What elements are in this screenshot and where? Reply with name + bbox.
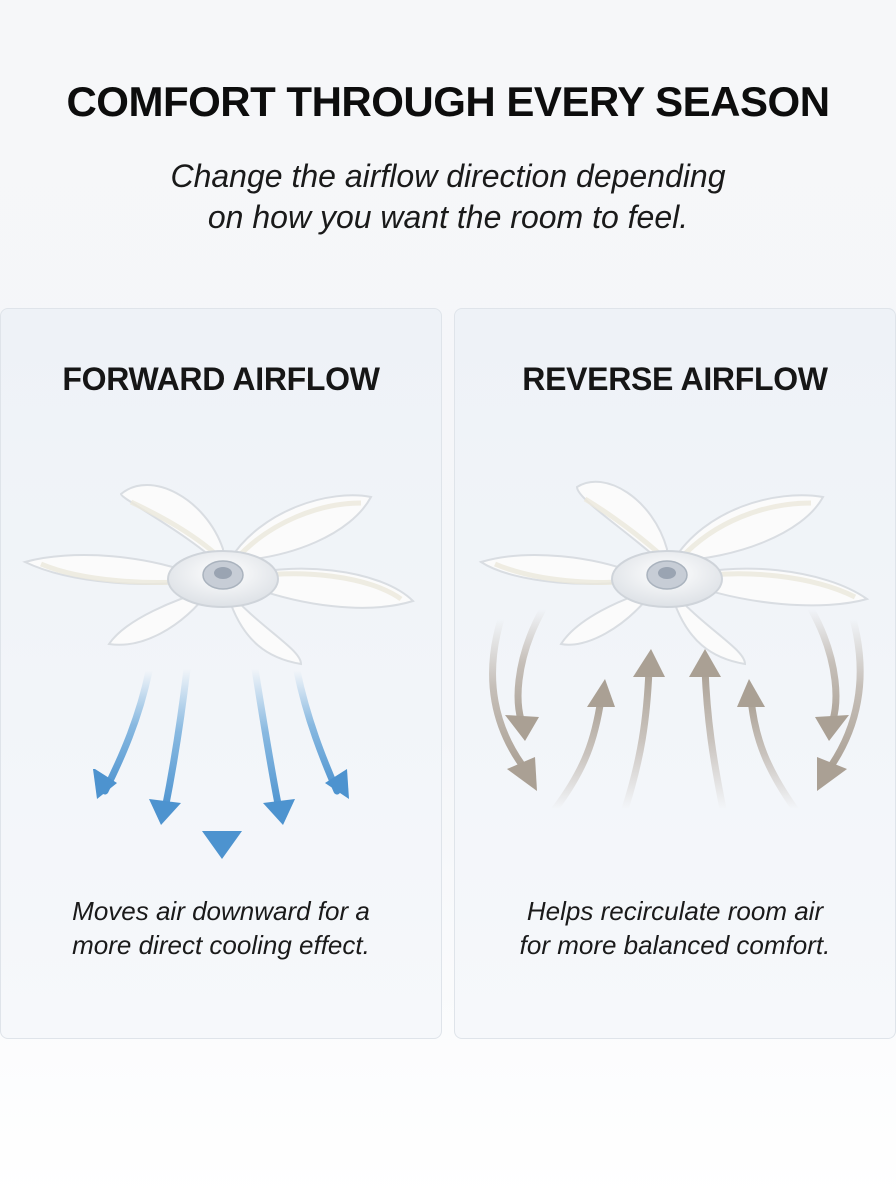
reverse-caption-line-1: Helps recirculate room air	[526, 896, 824, 926]
reverse-airflow-caption: Helps recirculate room air for more bala…	[475, 894, 875, 962]
ceiling-fan-icon	[22, 484, 415, 666]
arrow-down-icon	[293, 667, 349, 799]
arrow-down-icon	[149, 665, 191, 825]
subtitle-line-1: Change the airflow direction depending	[170, 158, 726, 194]
reverse-caption-line-2: for more balanced comfort.	[519, 930, 831, 960]
arrow-down-icon	[202, 667, 242, 859]
forward-airflow-caption: Moves air downward for a more direct coo…	[21, 894, 421, 962]
ceiling-fan-icon	[478, 480, 870, 666]
forward-airflow-panel: FORWARD AIRFLOW	[0, 308, 442, 1039]
forward-airflow-title: FORWARD AIRFLOW	[62, 361, 380, 397]
arrow-curved-down-icon	[489, 615, 537, 791]
arrow-curved-up-icon	[737, 679, 799, 813]
arrow-down-icon	[251, 665, 295, 825]
forward-airflow-illustration	[22, 484, 415, 859]
reverse-airflow-title: REVERSE AIRFLOW	[522, 361, 828, 397]
downward-arrows	[93, 665, 349, 859]
subtitle-line-2: on how you want the room to feel.	[207, 199, 689, 235]
arrow-curved-down-icon	[817, 615, 864, 791]
arrow-curved-up-icon	[621, 649, 665, 813]
forward-caption-line-2: more direct cooling effect.	[72, 930, 370, 960]
arrow-curved-up-icon	[689, 649, 727, 813]
reverse-airflow-illustration	[478, 480, 870, 813]
page-title: COMFORT THROUGH EVERY SEASON	[66, 78, 830, 125]
forward-caption-line-1: Moves air downward for a	[72, 896, 370, 926]
arrow-curved-up-icon	[551, 679, 615, 813]
arrow-curved-down-icon	[505, 605, 547, 741]
arrow-down-icon	[93, 667, 153, 799]
arrow-curved-down-icon	[807, 605, 849, 741]
page-subtitle: Change the airflow direction depending o…	[98, 156, 798, 238]
recirculation-arrows	[489, 605, 864, 813]
reverse-airflow-panel: REVERSE AIRFLOW	[454, 308, 896, 1039]
